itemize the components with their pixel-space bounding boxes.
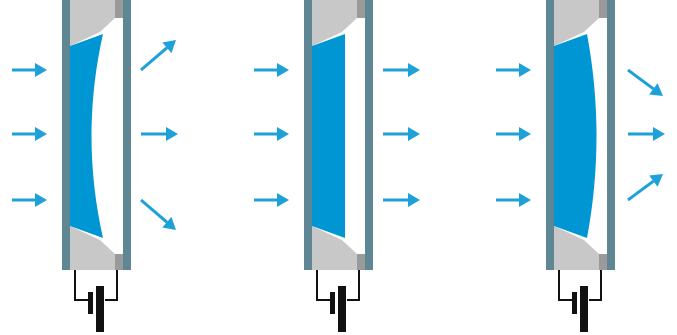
incoming-arrow-2: [496, 127, 531, 141]
battery-plate-long: [88, 292, 93, 314]
outgoing-arrow-1: [140, 40, 176, 72]
arrow-head: [277, 193, 289, 207]
outgoing-arrow-3: [383, 193, 420, 207]
arrow-head: [519, 127, 531, 141]
right-glass-wall: [123, 0, 131, 270]
battery-plate-thick: [580, 286, 588, 332]
arrow-head: [519, 193, 531, 207]
electrode-wires: [74, 270, 118, 301]
outgoing-arrow-2: [383, 127, 420, 141]
left-glass-wall: [62, 0, 70, 270]
arrow-shaft: [627, 179, 655, 202]
bottom-seal-edge: [599, 254, 607, 270]
incoming-arrow-3: [12, 193, 47, 207]
left-glass-wall: [546, 0, 554, 270]
outgoing-arrow-2: [628, 127, 665, 141]
liquid-lens: [554, 34, 597, 238]
arrow-shaft: [140, 46, 168, 72]
voltage-source-icon: [316, 270, 360, 332]
arrow-head: [653, 127, 665, 141]
lens-panel-middle: [254, 0, 420, 332]
battery-plate-thick: [96, 286, 104, 332]
incoming-arrow-2: [254, 127, 289, 141]
incoming-arrow-1: [12, 63, 47, 77]
arrow-head: [162, 216, 176, 230]
incoming-arrow-1: [254, 63, 289, 77]
right-glass-wall: [607, 0, 615, 270]
arrow-head: [649, 174, 663, 187]
arrow-head: [166, 127, 178, 141]
outgoing-arrow-3: [140, 198, 176, 230]
top-seal: [312, 0, 357, 46]
battery-plate-long: [572, 292, 577, 314]
arrow-head: [35, 63, 47, 77]
top-seal: [554, 0, 599, 46]
incoming-arrow-3: [254, 193, 289, 207]
left-glass-wall: [304, 0, 312, 270]
top-seal-edge: [357, 0, 365, 18]
top-seal-edge: [115, 0, 123, 18]
arrow-head: [35, 193, 47, 207]
voltage-source-icon: [558, 270, 602, 332]
arrow-head: [649, 83, 663, 96]
lens-panel-right: [496, 0, 665, 332]
arrow-head: [519, 63, 531, 77]
outgoing-arrow-3: [627, 174, 663, 202]
liquid-lens: [70, 34, 103, 238]
top-seal-edge: [599, 0, 607, 18]
top-seal: [70, 0, 115, 46]
battery-plate-long: [330, 292, 335, 314]
arrow-head: [162, 40, 176, 54]
outgoing-arrow-1: [383, 63, 420, 77]
bottom-seal-edge: [357, 254, 365, 270]
electrode-wires: [558, 270, 602, 301]
liquid-lens: [312, 34, 345, 238]
bottom-seal: [70, 226, 115, 270]
incoming-arrow-2: [12, 127, 47, 141]
incoming-arrow-1: [496, 63, 531, 77]
electrode-wires: [316, 270, 360, 301]
bottom-seal: [312, 226, 357, 270]
bottom-seal: [554, 226, 599, 270]
bottom-seal-edge: [115, 254, 123, 270]
outgoing-arrow-1: [627, 68, 663, 96]
arrow-head: [277, 127, 289, 141]
arrow-head: [408, 63, 420, 77]
incoming-arrow-3: [496, 193, 531, 207]
battery-plate-thick: [338, 286, 346, 332]
lens-panel-left: [12, 0, 178, 332]
arrow-head: [277, 63, 289, 77]
arrow-shaft: [140, 198, 168, 224]
outgoing-arrow-2: [141, 127, 178, 141]
arrow-head: [408, 127, 420, 141]
arrow-shaft: [627, 68, 655, 91]
voltage-source-icon: [74, 270, 118, 332]
arrow-head: [35, 127, 47, 141]
arrow-head: [408, 193, 420, 207]
right-glass-wall: [365, 0, 373, 270]
